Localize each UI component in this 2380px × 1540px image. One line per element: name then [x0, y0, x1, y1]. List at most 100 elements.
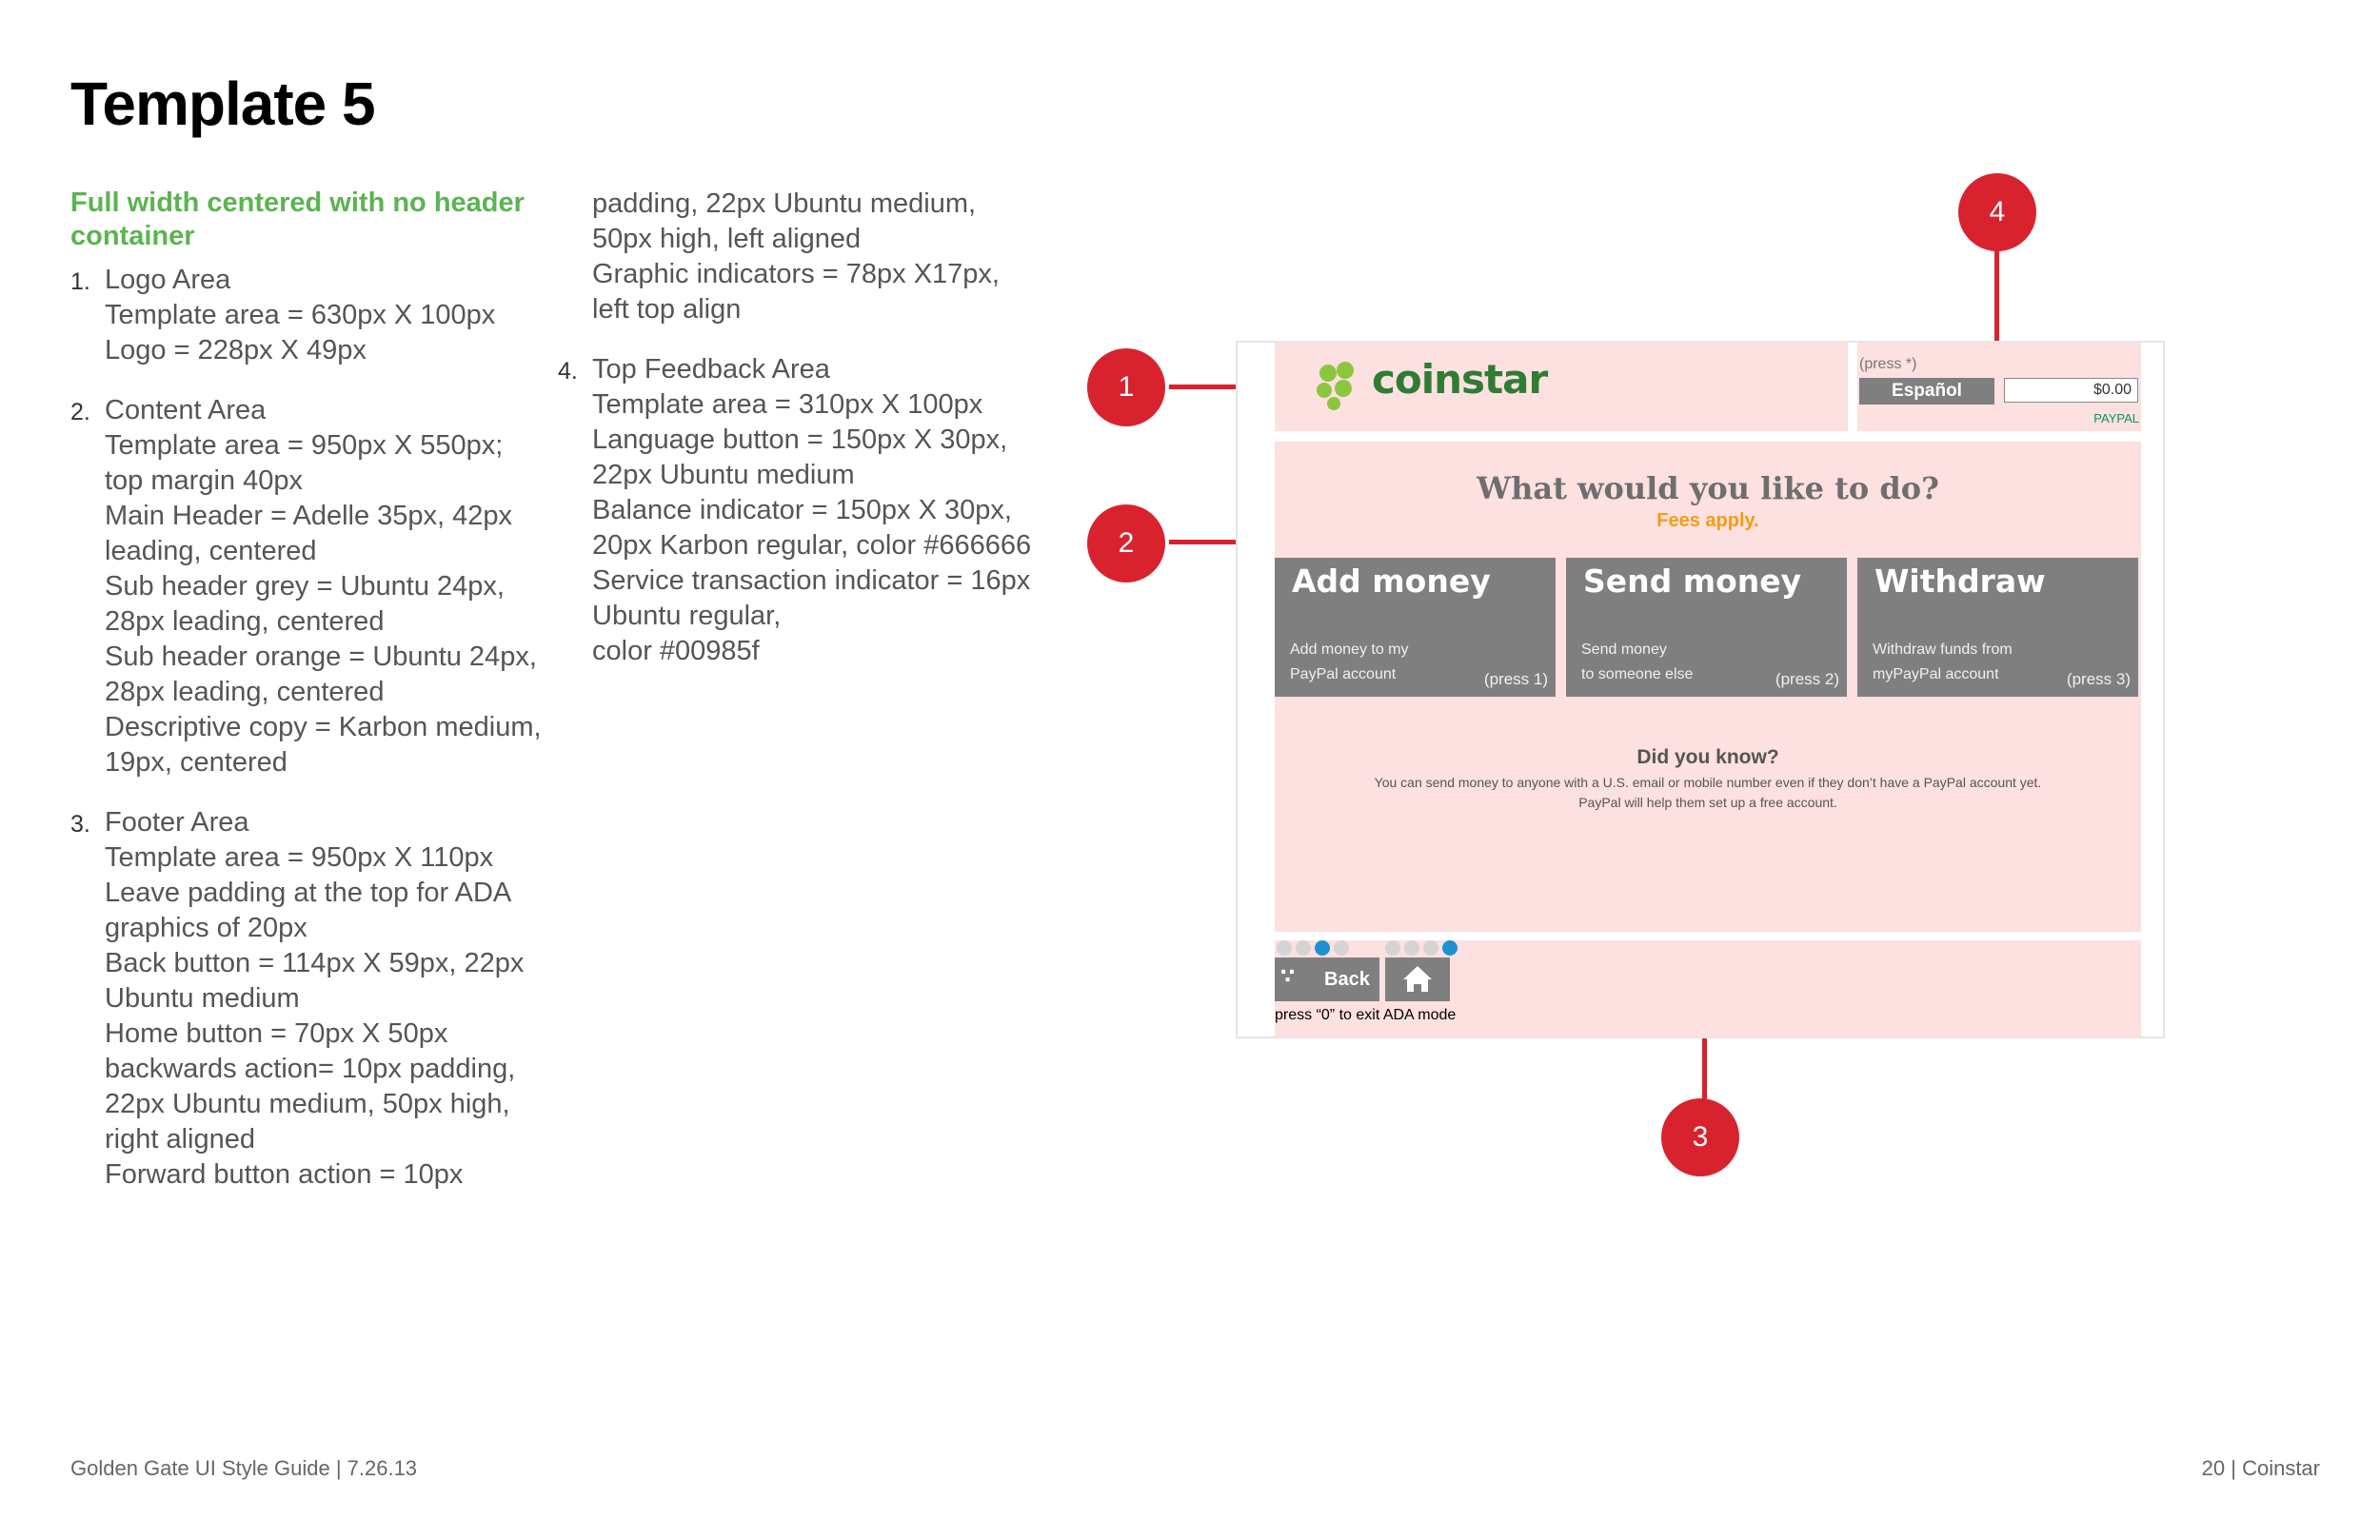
- footer-area: ∵ Back press “0” to exit ADA mode: [1275, 940, 2141, 1037]
- callout-1-leader: [1169, 385, 1238, 389]
- spec-line: Template area = 950px X 110px: [105, 842, 494, 873]
- press-hint: (press 3): [2066, 670, 2131, 688]
- copy-line: You can send money to anyone with a U.S.…: [1374, 775, 2042, 790]
- action-label: Add money: [1292, 563, 1491, 600]
- item-number: 3.: [70, 811, 90, 838]
- language-button[interactable]: Español: [1859, 378, 1994, 405]
- description-line: to someone else: [1581, 666, 1694, 682]
- spec-line: backwards action= 10px padding,: [105, 1054, 516, 1084]
- spec-line: top margin 40px: [105, 465, 303, 496]
- subtitle-line: container: [70, 221, 195, 251]
- spec-line: Content Area: [105, 395, 267, 425]
- indicator-dot: [1334, 940, 1349, 956]
- description-line: PayPal account: [1290, 666, 1397, 682]
- spec-item-top-feedback-area: 4. Top Feedback Area Template area = 310…: [558, 352, 1068, 669]
- spec-line: graphics of 20px: [105, 913, 307, 943]
- indicator-dot-active: [1442, 940, 1458, 956]
- spec-line: Descriptive copy = Karbon medium,: [105, 712, 542, 742]
- spec-line: Template area = 630px X 100px: [105, 300, 496, 330]
- spec-column-1: Full width centered with no header conta…: [70, 187, 565, 1217]
- back-graphic-indicator: [1277, 940, 1349, 956]
- spec-line: leading, centered: [105, 536, 317, 566]
- callout-3-leader: [1702, 1038, 1707, 1107]
- spec-line: 19px, centered: [105, 747, 288, 778]
- kiosk-mockup: coinstar (press *) Español $0.00 PAYPAL …: [1236, 341, 2165, 1038]
- indicator-dot: [1385, 940, 1400, 956]
- item-number: 1.: [70, 268, 90, 295]
- spec-line: Top Feedback Area: [592, 354, 830, 385]
- press-star-hint: (press *): [1859, 356, 1917, 372]
- spec-line: Footer Area: [105, 807, 249, 838]
- subtitle-line: Full width centered with no header: [70, 188, 525, 218]
- spec-subtitle: Full width centered with no header conta…: [70, 187, 565, 253]
- action-description: Send money to someone else: [1581, 638, 1693, 687]
- spec-line: Ubuntu regular,: [592, 601, 782, 631]
- back-button[interactable]: ∵ Back: [1275, 958, 1379, 1001]
- page-title: Template 5: [70, 69, 376, 138]
- spec-line: Main Header = Adelle 35px, 42px: [105, 501, 513, 531]
- indicator-dot: [1423, 940, 1438, 956]
- description-line: myPayPal account: [1873, 666, 1999, 682]
- indicator-dot: [1404, 940, 1419, 956]
- spec-line: 20px Karbon regular, color #666666: [592, 530, 1032, 561]
- spec-line: Template area = 310px X 100px: [592, 389, 983, 420]
- withdraw-button[interactable]: Withdraw Withdraw funds from myPayPal ac…: [1857, 558, 2138, 697]
- logo-area: coinstar: [1275, 343, 1848, 431]
- spec-line: 28px leading, centered: [105, 677, 385, 707]
- balance-indicator: $0.00: [2004, 378, 2138, 403]
- spec-line: color #00985f: [592, 636, 760, 666]
- spec-line: 28px leading, centered: [105, 606, 385, 637]
- callout-4-leader: [1994, 249, 1999, 343]
- top-feedback-area: (press *) Español $0.00 PAYPAL: [1857, 343, 2141, 431]
- item-number: 4.: [558, 358, 578, 385]
- footer-page-number: 20 | Coinstar: [2201, 1456, 2320, 1480]
- spec-line: Language button = 150px X 30px,: [592, 424, 1008, 455]
- home-graphic-indicator: [1385, 940, 1458, 956]
- did-you-know-heading: Did you know?: [1636, 746, 1779, 768]
- callout-4: 4: [1958, 173, 2036, 251]
- spec-item-footer-area: 3. Footer Area Template area = 950px X 1…: [70, 805, 565, 1193]
- home-icon: [1403, 966, 1432, 992]
- action-label: Send money: [1583, 563, 1802, 600]
- add-money-button[interactable]: Add money Add money to my PayPal account…: [1275, 558, 1556, 697]
- back-label: Back: [1324, 969, 1370, 990]
- coinstar-logo-text: coinstar: [1372, 356, 1548, 403]
- callout-2-leader: [1169, 540, 1238, 544]
- indicator-dot: [1296, 940, 1311, 956]
- spec-line: 50px high, left aligned: [592, 224, 862, 254]
- callout-2: 2: [1087, 504, 1165, 582]
- ada-icon: ∵: [1280, 964, 1296, 988]
- spec-line: padding, 22px Ubuntu medium,: [592, 188, 977, 219]
- spec-line: Balance indicator = 150px X 30px,: [592, 495, 1012, 525]
- service-indicator: PAYPAL: [2093, 411, 2139, 425]
- action-label: Withdraw: [1874, 563, 2046, 600]
- press-hint: (press 2): [1775, 670, 1839, 688]
- spec-line: 22px Ubuntu medium, 50px high,: [105, 1089, 510, 1119]
- indicator-dot: [1277, 940, 1292, 956]
- press-hint: (press 1): [1483, 670, 1548, 688]
- indicator-dot-active: [1315, 940, 1330, 956]
- spec-continued: padding, 22px Ubuntu medium, 50px high, …: [592, 187, 1068, 327]
- spec-line: Service transaction indicator = 16px: [592, 565, 1031, 596]
- item-number: 2.: [70, 399, 90, 425]
- spec-line: left top align: [592, 294, 742, 325]
- spec-item-content-area: 2. Content Area Template area = 950px X …: [70, 393, 565, 780]
- callout-1: 1: [1087, 348, 1165, 426]
- action-description: Withdraw funds from myPayPal account: [1873, 638, 2013, 687]
- description-line: Withdraw funds from: [1873, 642, 2013, 658]
- send-money-button[interactable]: Send money Send money to someone else (p…: [1566, 558, 1847, 697]
- home-button[interactable]: [1385, 958, 1450, 1001]
- spec-line: Back button = 114px X 59px, 22px: [105, 948, 525, 978]
- spec-item-logo-area: 1. Logo Area Template area = 630px X 100…: [70, 263, 565, 368]
- spec-line: right aligned: [105, 1124, 255, 1155]
- spec-line: Logo Area: [105, 265, 231, 295]
- description-line: Add money to my: [1290, 642, 1409, 658]
- spec-line: Forward button action = 10px: [105, 1159, 464, 1190]
- spec-line: Sub header orange = Ubuntu 24px,: [105, 642, 537, 672]
- footer-doc-title: Golden Gate UI Style Guide | 7.26.13: [70, 1456, 418, 1480]
- did-you-know-copy: You can send money to anyone with a U.S.…: [1275, 773, 2141, 813]
- spec-line: Home button = 70px X 50px: [105, 1018, 448, 1049]
- spec-line: Template area = 950px X 550px;: [105, 430, 504, 461]
- action-description: Add money to my PayPal account: [1290, 638, 1409, 687]
- spec-line: Sub header grey = Ubuntu 24px,: [105, 571, 505, 602]
